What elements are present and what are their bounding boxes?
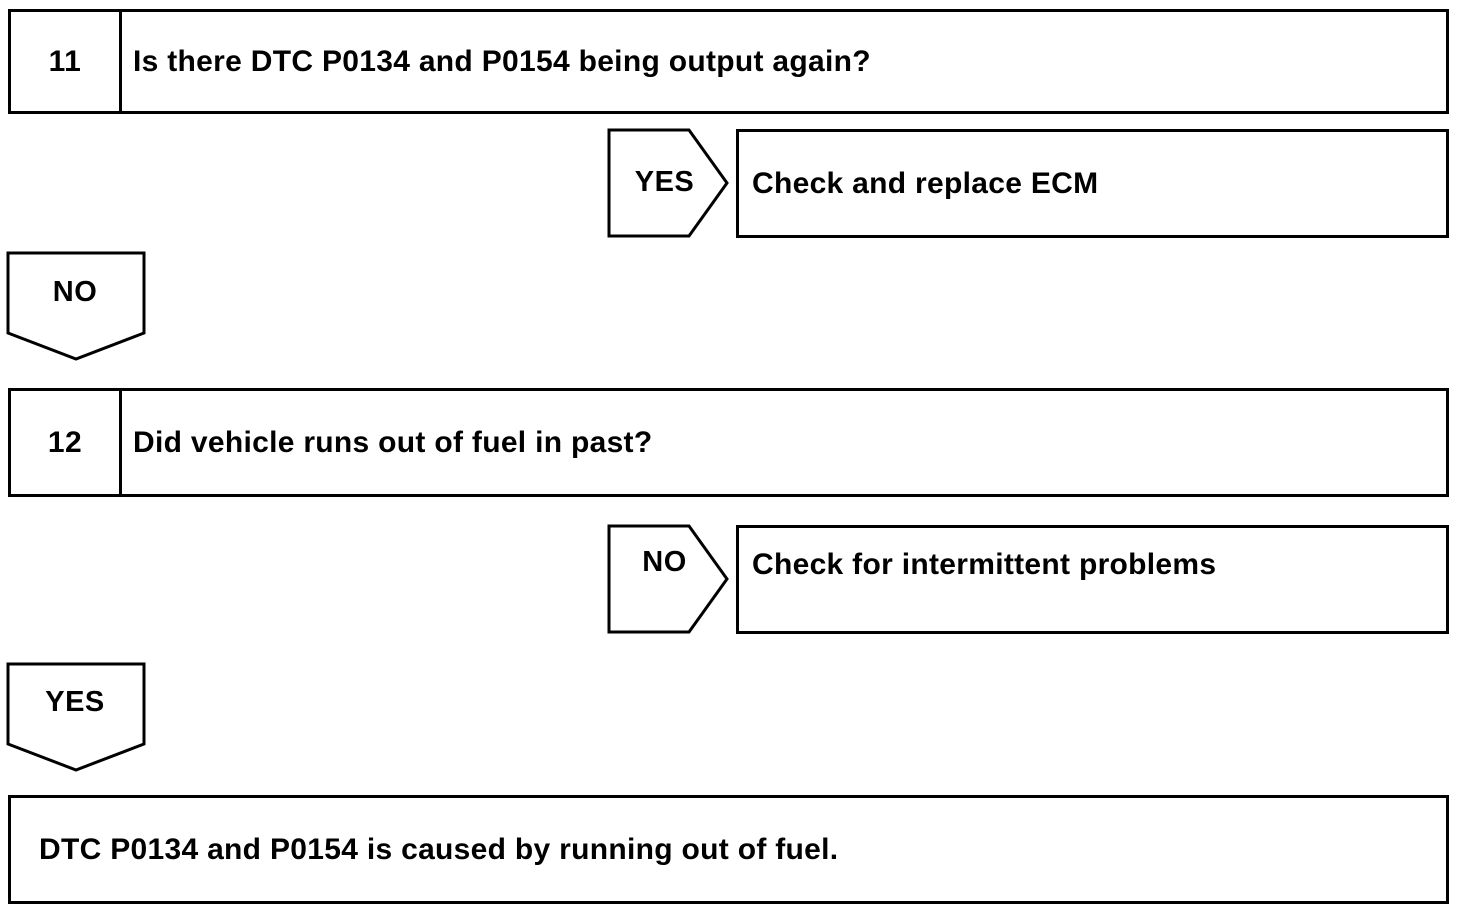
no-right-arrow-icon <box>607 524 729 634</box>
yes-right-arrow-icon <box>607 128 729 238</box>
step-12-no-label: NO <box>642 546 687 578</box>
step-11-number: 11 <box>11 12 122 111</box>
step-11-box: 11 Is there DTC P0134 and P0154 being ou… <box>8 9 1449 114</box>
step-12-question: Did vehicle runs out of fuel in past? <box>133 425 653 459</box>
no-down-arrow-icon <box>6 251 146 361</box>
step-11-no-label: NO <box>52 276 98 308</box>
step-11-yes-result-text: Check and replace ECM <box>752 166 1099 200</box>
conclusion-box: DTC P0134 and P0154 is caused by running… <box>8 795 1449 904</box>
step-11-yes-result-box: Check and replace ECM <box>736 129 1449 238</box>
step-11-question: Is there DTC P0134 and P0154 being outpu… <box>133 44 871 78</box>
step-12-no-result-text: Check for intermittent problems <box>752 548 1217 581</box>
step-12-no-result-box: Check for intermittent problems <box>736 525 1449 634</box>
step-12-box: 12 Did vehicle runs out of fuel in past? <box>8 388 1449 497</box>
step-11-yes-label: YES <box>634 166 695 198</box>
step-12-yes-label: YES <box>45 686 105 718</box>
step-12-number: 12 <box>11 391 122 494</box>
conclusion-text: DTC P0134 and P0154 is caused by running… <box>39 832 839 866</box>
yes-down-arrow-icon <box>6 662 146 772</box>
